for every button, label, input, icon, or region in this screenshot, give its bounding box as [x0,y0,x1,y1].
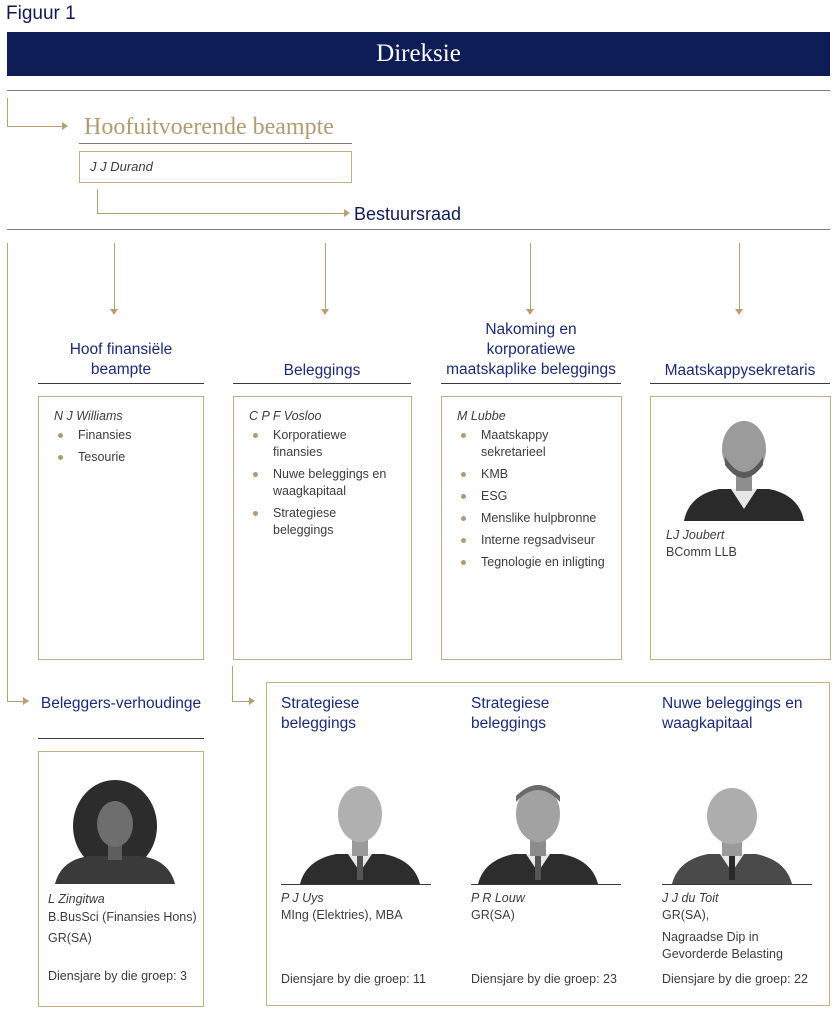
person-name: P J Uys [281,891,324,905]
list-item: Finansies [54,427,194,444]
ceo-title: Hoofuitvoerende beampte [84,114,334,140]
photo-rule [662,884,812,885]
column-rule [441,383,621,384]
column-rule [38,738,204,739]
years-of-service: Diensjare by die groep: 22 [662,972,808,986]
arrow-right-icon [249,697,255,705]
qualification-line: B.BusSci (Finansies Hons) [48,910,197,924]
photo-rule [281,884,431,885]
ceo-box [79,151,352,183]
portrait-photo [668,776,796,884]
portrait-photo [474,776,602,884]
arrow-right-icon [344,209,350,217]
arrow-right-icon [23,697,29,705]
portrait-photo [53,780,177,884]
column-rule [38,383,204,384]
connector-left-v [7,243,8,701]
person-name: P R Louw [471,891,525,905]
person-name: L Zingitwa [48,892,105,906]
connector-board-h [97,213,345,214]
qualification-line: MIng (Elektries), MBA [281,908,403,922]
list-item: Strategiese beleggings [249,505,399,539]
column-box-sekretaris: LJ Joubert BComm LLB [650,396,831,660]
column-heading-sekretaris: Maatskappysekretaris [664,362,816,379]
arrow-down-icon [526,309,534,315]
portrait-photo [296,776,424,884]
list-item: Korporatiewe finansies [249,427,399,461]
column-heading-investor-relations: Beleggers-verhoudinge [40,695,202,712]
column-heading-cfo: Hoof finansiële beampte [69,341,173,378]
years-of-service: Diensjare by die groep: 23 [471,972,617,986]
arrow-down-icon [110,309,118,315]
portrait-photo [679,409,809,521]
connector-left-h [7,701,23,702]
connector-sub-v [232,666,233,701]
responsibility-list: Korporatiewe finansies Nuwe beleggings e… [249,427,399,544]
connector-sub-h [232,701,249,702]
divider-top [7,90,830,91]
qualification-line: GR(SA), [662,908,710,922]
connector-col3 [530,243,531,309]
qualification-line: GR(SA) [48,931,92,945]
column-rule [233,383,411,384]
qualifications: BComm LLB [666,545,737,559]
arrow-right-icon [62,122,68,130]
sub-unit-heading: Strategiese beleggings [281,695,360,732]
years-of-service: Diensjare by die groep: 11 [281,972,426,986]
photo-rule [471,884,621,885]
list-item: Interne regsadviseur [457,532,607,549]
qualification-line: GR(SA) [471,908,515,922]
investor-relations-box: L Zingitwa B.BusSci (Finansies Hons) GR(… [38,751,204,1007]
list-item: Tegnologie en inligting [457,554,607,571]
connector-ceo-v [7,98,8,126]
person-name: LJ Joubert [666,528,725,542]
column-box-beleggings: C P F Vosloo Korporatiewe finansies Nuwe… [233,396,412,660]
qualification-line: Nagraadse Dip in Gevorderde Belasting [662,930,783,961]
list-item: Maatskappy sekretarieel [457,427,607,461]
column-box-cfo: N J Williams Finansies Tesourie [38,396,204,660]
column-rule [650,383,830,384]
direksie-banner: Direksie [7,32,830,76]
arrow-down-icon [321,309,329,315]
list-item: Tesourie [54,449,194,466]
list-item: Menslike hulpbronne [457,510,607,527]
sub-unit-heading: Nuwe beleggings en waagkapitaal [662,695,803,732]
sub-unit-heading: Strategiese beleggings [471,695,550,732]
person-name: N J Williams [54,409,123,423]
bestuursraad-label: Bestuursraad [354,204,462,224]
person-name: J J du Toit [662,891,719,905]
connector-col4 [739,243,740,309]
column-box-nakoming: M Lubbe Maatskappy sekretarieel KMB ESG … [441,396,622,660]
responsibility-list: Finansies Tesourie [54,427,194,471]
list-item: Nuwe beleggings en waagkapitaal [249,466,399,500]
connector-ceo-h [7,126,63,127]
ceo-title-rule [79,143,352,144]
list-item: KMB [457,466,607,483]
column-heading-nakoming: Nakoming en korporatiewe maatskaplike be… [446,321,616,378]
arrow-down-icon [735,309,743,315]
connector-col1 [114,243,115,309]
list-item: ESG [457,488,607,505]
column-heading-beleggings: Beleggings [283,362,361,379]
person-name: M Lubbe [457,409,506,423]
ceo-name: J J Durand [90,159,153,174]
person-name: C P F Vosloo [249,409,322,423]
years-of-service: Diensjare by die groep: 3 [48,969,187,983]
connector-board-v [97,189,98,213]
connector-col2 [325,243,326,309]
divider-board [7,229,830,230]
responsibility-list: Maatskappy sekretarieel KMB ESG Menslike… [457,427,607,576]
figure-label: Figuur 1 [6,3,76,24]
